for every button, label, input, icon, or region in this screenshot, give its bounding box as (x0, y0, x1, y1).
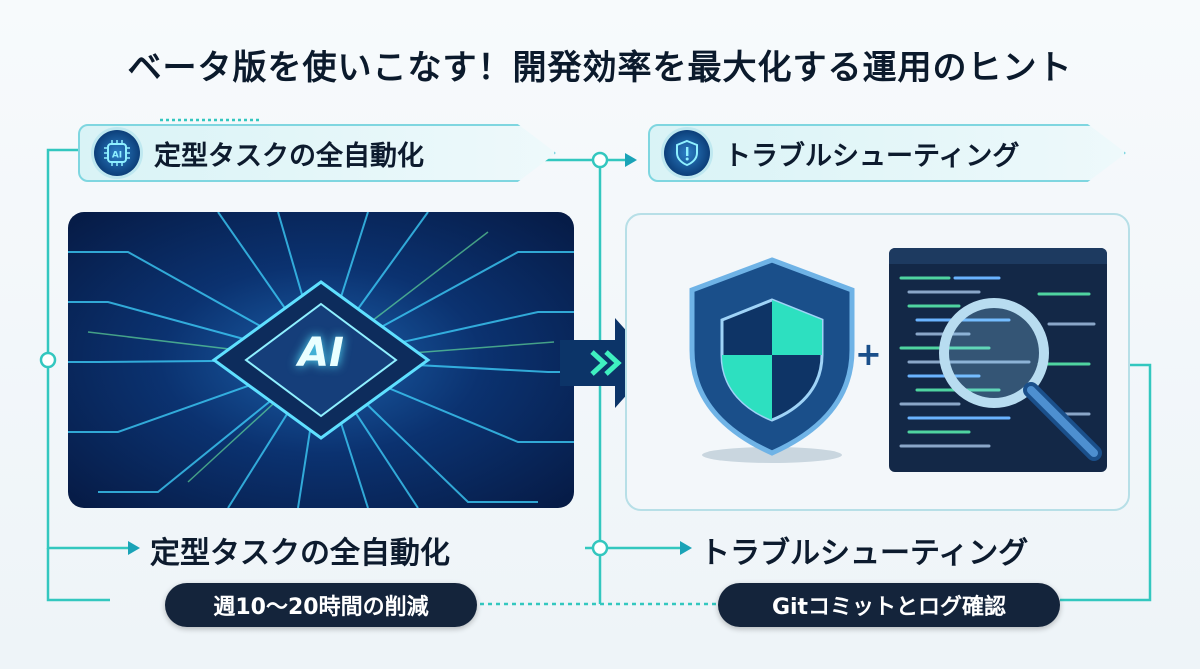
code-window (889, 248, 1107, 472)
header-pill-automation: AI 定型タスクの全自動化 (78, 124, 556, 182)
svg-text:AI: AI (112, 151, 122, 161)
circuit-illustration (68, 212, 574, 508)
automation-caption: 定型タスクの全自動化 (150, 536, 450, 571)
code-lines (899, 276, 1096, 448)
ai-chip-card: AI (68, 212, 574, 508)
page-title: ベータ版を使いこなす！開発効率を最大化する運用のヒント (127, 48, 1073, 88)
time-saved-badge: 週10〜20時間の削減 (165, 583, 477, 627)
magnifier-icon (939, 298, 1102, 461)
security-shield-icon (689, 257, 855, 463)
troubleshooting-card: + (625, 213, 1130, 511)
ai-chip-icon: AI (94, 130, 140, 176)
git-log-badge: Gitコミットとログ確認 (718, 583, 1060, 627)
chip-label: AI (298, 330, 344, 376)
header-pill-label: 定型タスクの全自動化 (154, 140, 424, 172)
troubleshooting-caption: トラブルシューティング (700, 536, 1029, 571)
header-pill-troubleshooting: トラブルシューティング (648, 124, 1126, 182)
plus-sign: + (855, 335, 882, 373)
shield-alert-icon (664, 130, 710, 176)
header-pill-label: トラブルシューティング (724, 140, 1020, 172)
